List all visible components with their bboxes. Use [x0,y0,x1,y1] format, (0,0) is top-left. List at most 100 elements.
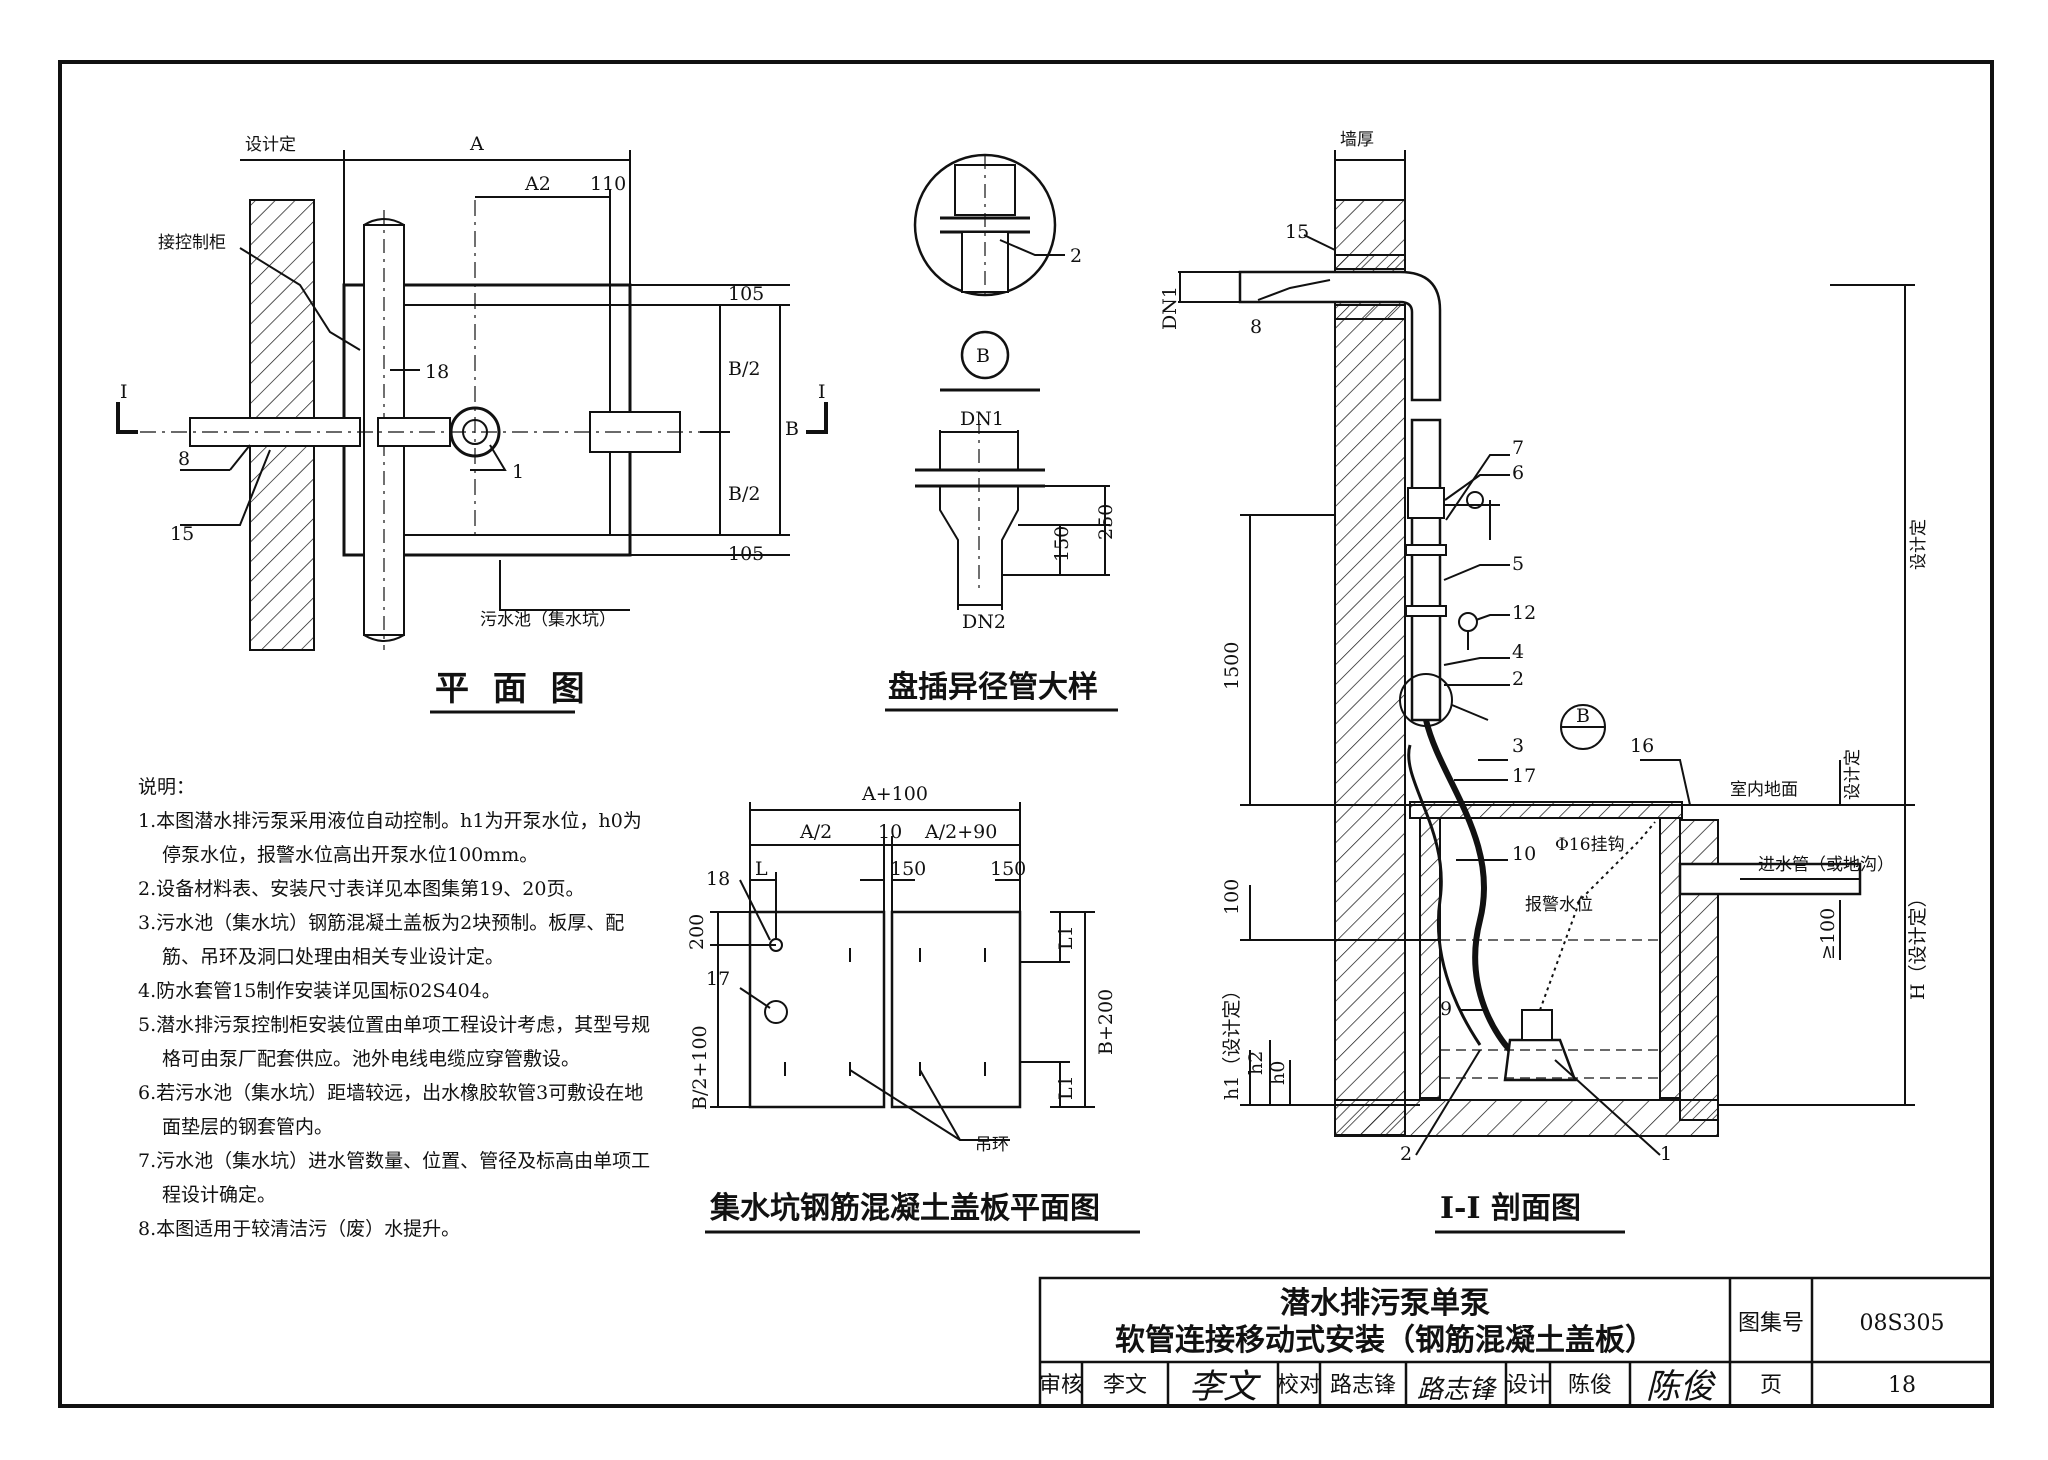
section-callout-4: 4 [1512,641,1524,663]
section-dim-h2: h2 [1245,1051,1267,1075]
detail-callout-2: 2 [1070,245,1082,267]
detail-dn2: DN2 [962,611,1006,633]
section-callout-7: 7 [1512,437,1524,459]
tb-atlas-label: 图集号 [1738,1311,1804,1336]
plan-dim-B: B [785,418,799,440]
notes: 说明： 1.本图潜水排污泵采用液位自动控制。h1为开泵水位，h0为停泵水位，报警… [138,770,658,1246]
tb-design-name: 陈俊 [1568,1373,1612,1398]
cover-callout-18: 18 [706,868,730,890]
detail-dim-250: 250 [1095,504,1117,540]
section-b-mark: B [1576,705,1590,727]
section-callout-3: 3 [1512,735,1524,757]
plan-labels: 设计定 接控制柜 A A2 110 105 B/2 B B/2 105 污水池（… [120,133,826,714]
tb-atlas-no: 08S305 [1859,1311,1944,1336]
section-callout-12: 12 [1512,602,1536,624]
section-dim-100: 100 [1221,879,1243,915]
tb-title-line2: 软管连接移动式安装（钢筋混凝土盖板） [1115,1323,1655,1358]
cover-dim-L1a: L1 [1055,925,1077,950]
tb-review-signature: 李文 [1189,1367,1262,1407]
section-callout-1: 1 [1660,1143,1672,1165]
cover-dim-10: 10 [878,821,902,843]
section-callout-5: 5 [1512,553,1524,575]
section-dn1: DN1 [1159,286,1181,330]
cover-dim-L1b: L1 [1055,1075,1077,1100]
note-item-3: 3.污水池（集水坑）钢筋混凝土盖板为2块预制。板厚、配筋、吊环及洞口处理由相关专… [138,912,625,968]
plan-dim-105a: 105 [728,283,764,305]
plan-section-mark-right: I [818,381,826,403]
section-inlet-label: 进水管（或地沟） [1758,855,1894,875]
detail-dim-150: 150 [1051,526,1073,562]
section-hook-label: Φ16挂钩 [1555,835,1625,855]
note-item-6: 6.若污水池（集水坑）距墙较远，出水橡胶软管3可敷设在地面垫层的钢套管内。 [138,1082,644,1138]
section-floor-label: 室内地面 [1730,780,1798,800]
plan-section-mark-left: I [120,381,128,403]
note-item-2: 2.设备材料表、安装尺寸表详见本图集第19、20页。 [138,878,585,900]
section-callout-15: 15 [1285,221,1309,243]
section-design-label-2: 设计定 [1909,519,1929,570]
cover-dim-L: L [755,858,768,880]
section-callout-6: 6 [1512,462,1524,484]
plan-design-label: 设计定 [245,135,296,155]
plan-dim-105b: 105 [728,543,764,565]
cover-title: 集水坑钢筋混凝土盖板平面图 [709,1191,1100,1226]
notes-heading: 说明： [138,776,196,798]
tb-review-name: 李文 [1103,1373,1147,1398]
section-title: I-I 剖面图 [1440,1191,1581,1226]
detail-b-mark: B [976,345,990,367]
section-dim-h1: h1（设计定） [1221,981,1243,1100]
cover-dim-200: 200 [686,914,708,950]
tb-design-label: 设计 [1506,1373,1550,1398]
tb-review-label: 审核 [1039,1373,1083,1398]
note-item-8: 8.本图适用于较清洁污（废）水提升。 [138,1218,461,1240]
plan-view [116,150,828,651]
plan-callout-8: 8 [178,448,190,470]
plan-pit-label: 污水池（集水坑） [480,610,616,630]
plan-callout-18: 18 [425,361,449,383]
detail-b-labels: B 2 DN1 DN2 150 250 盘插异径管大样 [885,245,1118,712]
section-callout-17: 17 [1512,765,1536,787]
plan-callout-1: 1 [512,461,524,483]
detail-b [913,153,1110,610]
section-view [1178,150,1915,1156]
section-wall-label: 墙厚 [1340,130,1374,150]
cover-labels: A+100 A/2 10 A/2+90 L 150 150 18 17 200 … [686,783,1140,1234]
plan-dim-B2b: B/2 [728,483,760,505]
section-dim-ge100: ≥100 [1817,908,1839,960]
section-callout-8: 8 [1250,316,1262,338]
section-dim-1500: 1500 [1221,642,1243,690]
section-dim-h0: h0 [1267,1061,1289,1085]
note-item-4: 4.防水套管15制作安装详见国标02S404。 [138,980,501,1002]
section-dim-H: H（设计定） [1907,888,1929,1000]
plan-ctrl-label: 接控制柜 [158,233,226,253]
cover-dim-B2100: B/2+100 [689,1025,711,1110]
cover-dim-150a: 150 [890,858,926,880]
cover-dim-A100: A+100 [861,783,928,805]
note-item-7: 7.污水池（集水坑）进水管数量、位置、管径及标高由单项工程设计确定。 [138,1150,651,1206]
cover-ring-label: 吊环 [975,1135,1009,1155]
cover-plan [710,802,1095,1141]
cover-dim-A2: A/2 [799,821,832,843]
cover-dim-B200: B+200 [1095,989,1117,1055]
cover-dim-150b: 150 [990,858,1026,880]
section-alarm-label: 报警水位 [1525,895,1593,915]
section-callout-9: 9 [1440,998,1452,1020]
cover-callout-17: 17 [706,968,730,990]
cover-dim-A290: A/2+90 [924,821,997,843]
section-callout-10: 10 [1512,843,1536,865]
plan-title: 平 面 图 [435,669,591,709]
tb-design-signature: 陈俊 [1646,1367,1717,1407]
note-item-1: 1.本图潜水排污泵采用液位自动控制。h1为开泵水位，h0为停泵水位，报警水位高出… [138,810,642,866]
section-design-label-1: 设计定 [1843,749,1863,800]
section-callout-2: 2 [1512,668,1524,690]
tb-check-signature: 路志锋 [1417,1375,1498,1405]
plan-dim-A2: A2 [524,173,551,195]
detail-title: 盘插异径管大样 [888,670,1098,705]
plan-dim-B2a: B/2 [728,358,760,380]
note-item-5: 5.潜水排污泵控制柜安装位置由单项工程设计考虑，其型号规格可由泵厂配套供应。池外… [138,1014,651,1070]
tb-title-line1: 潜水排污泵单泵 [1280,1286,1490,1321]
section-labels: 墙厚 DN1 15 8 7 6 5 12 4 2 3 17 16 10 9 2 … [1159,130,1929,1234]
sheet-border [58,60,1994,1408]
tb-page-label: 页 [1760,1373,1782,1398]
section-callout-2b: 2 [1400,1143,1412,1165]
